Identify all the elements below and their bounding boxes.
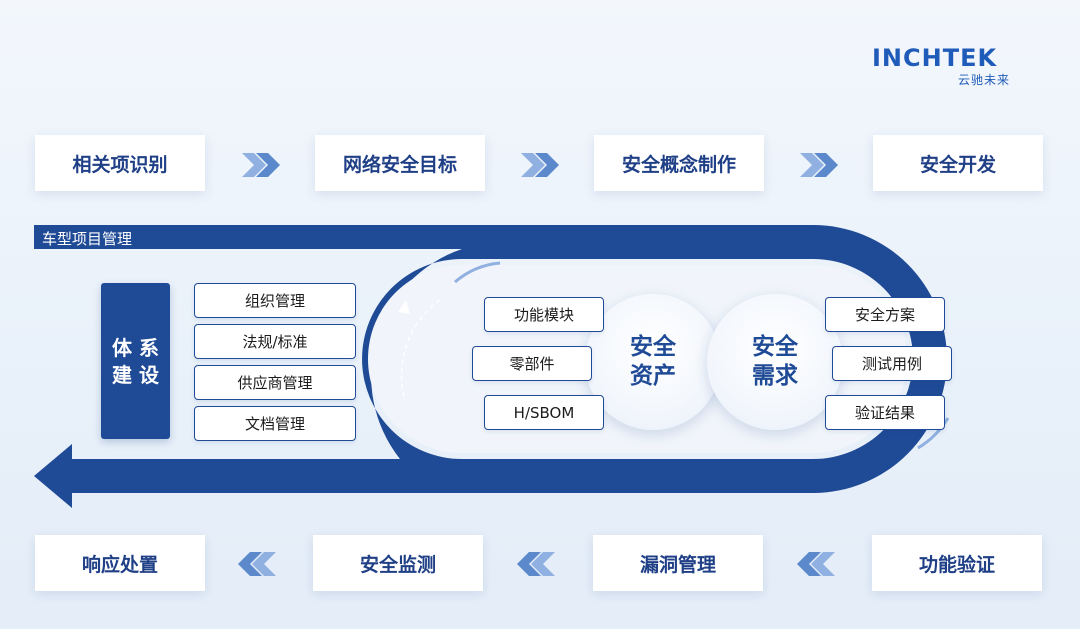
security-assets-circle: 安全资产 (585, 294, 721, 430)
requirement-item: 测试用例 (832, 346, 952, 381)
asset-item: 功能模块 (484, 297, 604, 332)
brand-logo: INCHTEK (872, 44, 998, 72)
requirements-title-line1: 安全 (752, 334, 798, 361)
step-related-item-identification: 相关项识别 (35, 135, 205, 191)
system-item: 供应商管理 (194, 365, 356, 400)
loop-band-shape (34, 225, 947, 508)
step-cybersecurity-goals: 网络安全目标 (315, 135, 485, 191)
assets-title-line1: 安全 (630, 334, 676, 361)
step-secure-development: 安全开发 (873, 135, 1043, 191)
step-function-verification: 功能验证 (872, 535, 1042, 591)
double-chevron-left-icon (517, 552, 555, 576)
requirement-item: 安全方案 (825, 297, 945, 332)
step-security-monitoring: 安全监测 (313, 535, 483, 591)
requirements-title-line2: 需求 (752, 363, 798, 389)
double-chevron-right-icon (521, 153, 559, 177)
asset-item: 零部件 (472, 346, 592, 381)
step-response-handling: 响应处置 (35, 535, 205, 591)
system-item: 文档管理 (194, 406, 356, 441)
assets-title-line2: 资产 (630, 363, 676, 389)
system-title-line1: 体 系 (112, 336, 159, 360)
requirement-item: 验证结果 (825, 395, 945, 430)
system-item: 法规/标准 (194, 324, 356, 359)
double-chevron-right-icon (800, 153, 838, 177)
system-title-line2: 建 设 (112, 363, 159, 387)
double-chevron-left-icon (797, 552, 835, 576)
system-building-block: 体 系 建 设 (101, 283, 170, 439)
system-item: 组织管理 (194, 283, 356, 318)
band-label: 车型项目管理 (42, 230, 133, 248)
security-requirements-circle: 安全需求 (707, 294, 843, 430)
double-chevron-left-icon (238, 552, 276, 576)
step-vulnerability-management: 漏洞管理 (593, 535, 763, 591)
brand-tagline: 云驰未来 (958, 73, 1011, 87)
asset-item: H/SBOM (484, 395, 604, 430)
step-security-concept: 安全概念制作 (594, 135, 764, 191)
double-chevron-right-icon (242, 153, 280, 177)
